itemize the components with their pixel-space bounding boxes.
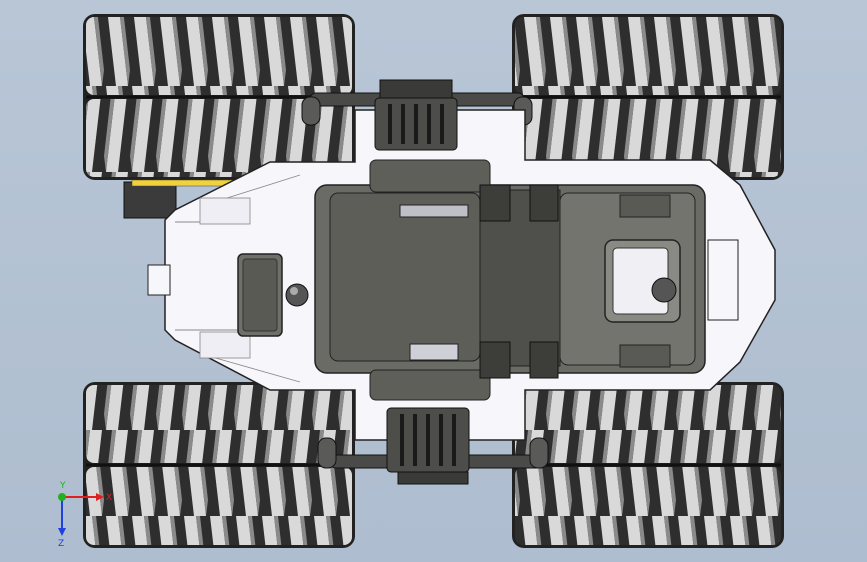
front-motor-block[interactable] [374, 79, 458, 151]
tire-rear-right[interactable] [512, 382, 784, 548]
wheel-hub-left [123, 179, 233, 219]
tire-front-right[interactable] [512, 14, 784, 180]
triad-y-axis [58, 493, 66, 501]
axis-triad: X Y Z [58, 481, 112, 549]
tire-front-left[interactable] [83, 14, 355, 180]
control-module[interactable] [237, 253, 283, 337]
triad-z-label: Z [58, 539, 64, 549]
ball-joint [285, 283, 309, 307]
triad-y-label: Y [59, 481, 66, 491]
battery-tray[interactable] [314, 159, 706, 401]
tire-rear-left[interactable] [83, 382, 355, 548]
rear-motor-block[interactable] [386, 407, 470, 485]
triad-x-label: X [106, 493, 112, 503]
